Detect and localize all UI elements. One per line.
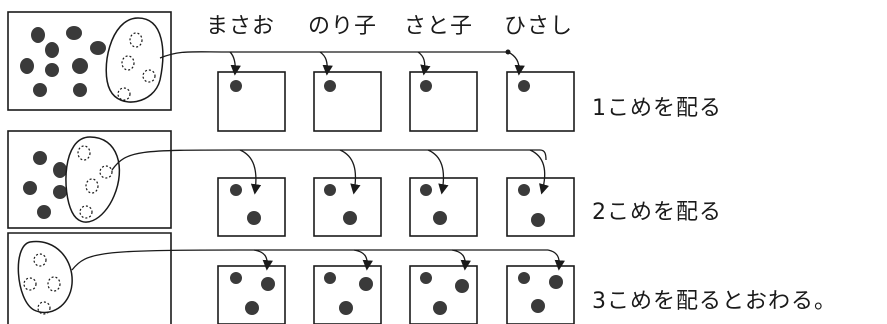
step-3-label: 3こめを配るとおわる。 — [592, 283, 837, 315]
step-2-label: 2こめを配る — [592, 194, 722, 226]
pile-box-2 — [8, 131, 171, 228]
child-name-noriko: のり子 — [308, 8, 377, 40]
pile-stones-1 — [20, 26, 106, 97]
row-1 — [8, 12, 574, 131]
row-2 — [8, 131, 574, 236]
child-name-masao: まさお — [206, 8, 275, 40]
step-1-label: 1こめを配る — [592, 90, 722, 122]
child-boxes-1 — [218, 72, 574, 131]
child-name-hisashi: ひさし — [504, 8, 573, 40]
taken-group-1 — [106, 18, 163, 102]
taken-stones-1 — [118, 33, 155, 100]
taken-stones-2 — [78, 146, 112, 218]
line-1 — [160, 52, 508, 58]
pile-stones-2 — [23, 151, 67, 219]
taken-stones-3 — [24, 254, 60, 314]
child-name-satoko: さと子 — [404, 8, 473, 40]
pile-box-3 — [8, 233, 171, 324]
child-stones-2 — [230, 184, 545, 227]
child-stones-1 — [230, 80, 530, 92]
child-stones-3 — [230, 272, 563, 315]
row-3 — [8, 233, 574, 324]
arrows-1 — [230, 52, 519, 73]
taken-group-2 — [66, 137, 119, 222]
line-2 — [112, 150, 546, 170]
